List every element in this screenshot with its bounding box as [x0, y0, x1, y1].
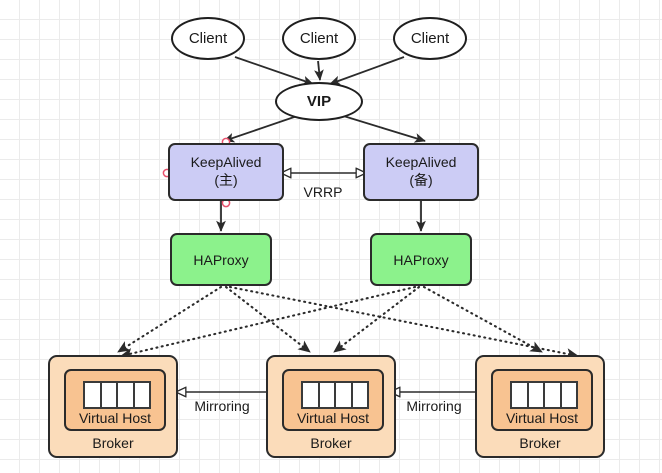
broker-node-3[interactable]: Virtual Host Broker: [475, 355, 605, 458]
queue-cell: [102, 383, 118, 407]
haproxy-label-1: HAProxy: [193, 251, 249, 268]
virtual-host-2[interactable]: Virtual Host: [282, 369, 384, 431]
vip-node[interactable]: VIP: [275, 82, 363, 121]
keepalived-backup-role: (备): [409, 172, 433, 188]
haproxy-node-2[interactable]: HAProxy: [370, 233, 472, 286]
keepalived-master-role: (主): [214, 172, 238, 188]
mirroring-edge-label-left: Mirroring: [194, 398, 250, 414]
vip-label: VIP: [306, 93, 332, 110]
queue-cell: [512, 383, 529, 407]
queue-cell: [545, 383, 562, 407]
client-node-1[interactable]: Client: [171, 17, 245, 60]
broker-node-1[interactable]: Virtual Host Broker: [48, 355, 178, 458]
virtual-host-1[interactable]: Virtual Host: [64, 369, 166, 431]
broker-label-3: Broker: [519, 435, 561, 451]
queue-widget-1: [83, 381, 151, 409]
queue-cell: [303, 383, 320, 407]
keepalived-backup-label: KeepAlived: [385, 154, 457, 171]
queue-cell: [562, 383, 577, 407]
virtual-host-label-3: Virtual Host: [505, 410, 579, 426]
client-label-1: Client: [188, 30, 228, 47]
queue-widget-3: [510, 381, 578, 409]
queue-cell: [336, 383, 353, 407]
queue-cell: [85, 383, 102, 407]
virtual-host-3[interactable]: Virtual Host: [491, 369, 593, 431]
broker-node-2[interactable]: Virtual Host Broker: [266, 355, 396, 458]
queue-cell: [529, 383, 545, 407]
haproxy-node-1[interactable]: HAProxy: [170, 233, 272, 286]
keepalived-master-node[interactable]: KeepAlived (主): [168, 143, 284, 201]
keepalived-backup-node[interactable]: KeepAlived (备): [363, 143, 479, 201]
queue-cell: [118, 383, 135, 407]
queue-cell: [320, 383, 336, 407]
broker-label-1: Broker: [92, 435, 134, 451]
client-label-3: Client: [410, 30, 450, 47]
vrrp-edge-label: VRRP: [303, 184, 343, 200]
queue-cell: [135, 383, 150, 407]
client-node-3[interactable]: Client: [393, 17, 467, 60]
queue-widget-2: [301, 381, 369, 409]
haproxy-label-2: HAProxy: [393, 251, 449, 268]
keepalived-master-label: KeepAlived: [190, 154, 262, 171]
virtual-host-label-1: Virtual Host: [78, 410, 152, 426]
mirroring-edge-label-right: Mirroring: [406, 398, 462, 414]
queue-cell: [353, 383, 368, 407]
virtual-host-label-2: Virtual Host: [296, 410, 370, 426]
broker-label-2: Broker: [310, 435, 352, 451]
client-node-2[interactable]: Client: [282, 17, 356, 60]
client-label-2: Client: [299, 30, 339, 47]
